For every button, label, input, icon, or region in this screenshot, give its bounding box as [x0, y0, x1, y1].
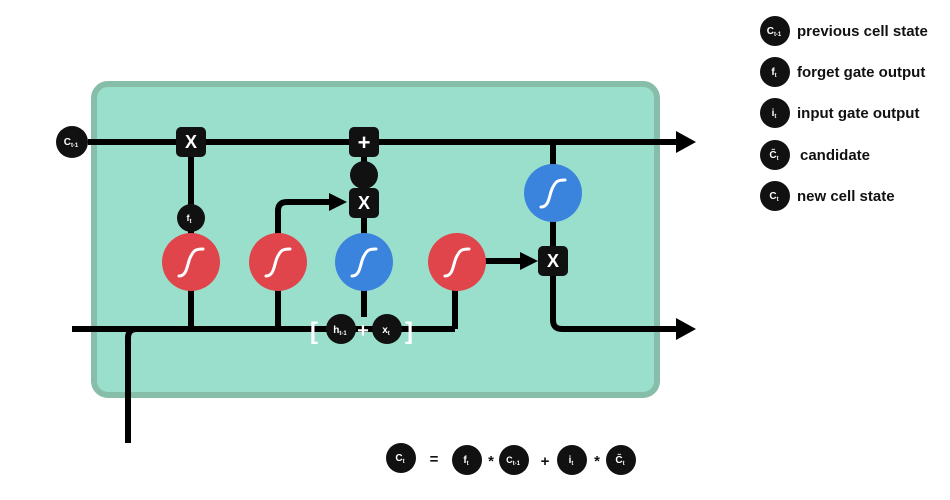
svg-text:forget gate output: forget gate output: [797, 64, 925, 81]
cell-tanh-gate: [524, 164, 582, 222]
svg-text:Ct-1: Ct-1: [506, 455, 520, 467]
concat-group: [ ht-1 + xt ]: [310, 314, 413, 345]
output-arrow: [676, 318, 696, 340]
eq-c-t: Ct: [386, 443, 416, 473]
legend-item-prev-cell-state: Ct-1 previous cell state: [760, 16, 928, 46]
svg-text:C̃t: C̃t: [769, 148, 778, 162]
svg-text:C̃t: C̃t: [615, 453, 624, 467]
eq-f-t: ft: [452, 445, 482, 475]
update-node-dot: [350, 161, 378, 189]
svg-text:ft: ft: [463, 455, 468, 467]
legend: Ct-1 previous cell state ft forget gate …: [760, 16, 928, 211]
cell-update-equation: Ct = ft * Ct-1 + it * C̃t: [386, 443, 636, 475]
svg-text:ht-1: ht-1: [333, 325, 347, 337]
svg-text:+: +: [541, 453, 550, 470]
svg-text:+: +: [357, 320, 369, 342]
svg-text:X: X: [358, 193, 370, 213]
input-gate-path: [275, 199, 330, 240]
output-path: [550, 276, 676, 332]
svg-text:Ct: Ct: [769, 191, 778, 203]
svg-text:X: X: [547, 251, 559, 271]
eq-c-t-minus-1: Ct-1: [499, 445, 529, 475]
legend-item-candidate: C̃t candidate: [760, 140, 870, 170]
svg-text:X: X: [185, 132, 197, 152]
svg-text:it: it: [772, 108, 777, 120]
svg-text:previous cell state: previous cell state: [797, 23, 928, 40]
input-line: [125, 326, 138, 443]
eq-c-tilde-t: C̃t: [606, 445, 636, 475]
svg-text:*: *: [594, 453, 600, 470]
svg-text:Ct: Ct: [395, 453, 404, 465]
svg-text:[: [: [310, 318, 318, 345]
output-multiply-node: X: [538, 246, 568, 276]
forget-sigmoid-gate: [162, 233, 220, 291]
input-multiply-node: X: [349, 188, 379, 218]
candidate-tanh-gate: [335, 233, 393, 291]
svg-text:new cell state: new cell state: [797, 188, 895, 205]
svg-text:it: it: [569, 455, 574, 467]
svg-text:Ct-1: Ct-1: [64, 137, 79, 149]
eq-i-t: it: [557, 445, 587, 475]
svg-text:+: +: [358, 130, 371, 155]
output-gate-arrow: [520, 252, 538, 270]
svg-text:*: *: [488, 453, 494, 470]
svg-text:]: ]: [405, 318, 413, 345]
prev-cell-state-token: Ct-1: [56, 126, 88, 158]
input-sigmoid-gate: [249, 233, 307, 291]
svg-text:ft: ft: [771, 67, 776, 79]
legend-item-forget-gate: ft forget gate output: [760, 57, 925, 87]
forget-multiply-node: X: [176, 127, 206, 157]
cell-add-node: +: [349, 127, 379, 157]
legend-item-new-cell-state: Ct new cell state: [760, 181, 895, 211]
h-prev-token: ht-1: [326, 314, 356, 344]
output-sigmoid-gate: [428, 233, 486, 291]
forget-output-token: ft: [177, 204, 205, 232]
input-gate-arrow: [329, 193, 347, 211]
svg-text:candidate: candidate: [800, 147, 870, 164]
cell-state-arrow: [676, 131, 696, 153]
svg-text:ft: ft: [187, 213, 192, 225]
svg-text:Ct-1: Ct-1: [767, 26, 782, 38]
svg-text:xt: xt: [382, 325, 390, 337]
svg-text:=: =: [430, 451, 439, 468]
x-t-token: xt: [372, 314, 402, 344]
legend-item-input-gate: it input gate output: [760, 98, 919, 128]
svg-text:input gate output: input gate output: [797, 105, 919, 122]
